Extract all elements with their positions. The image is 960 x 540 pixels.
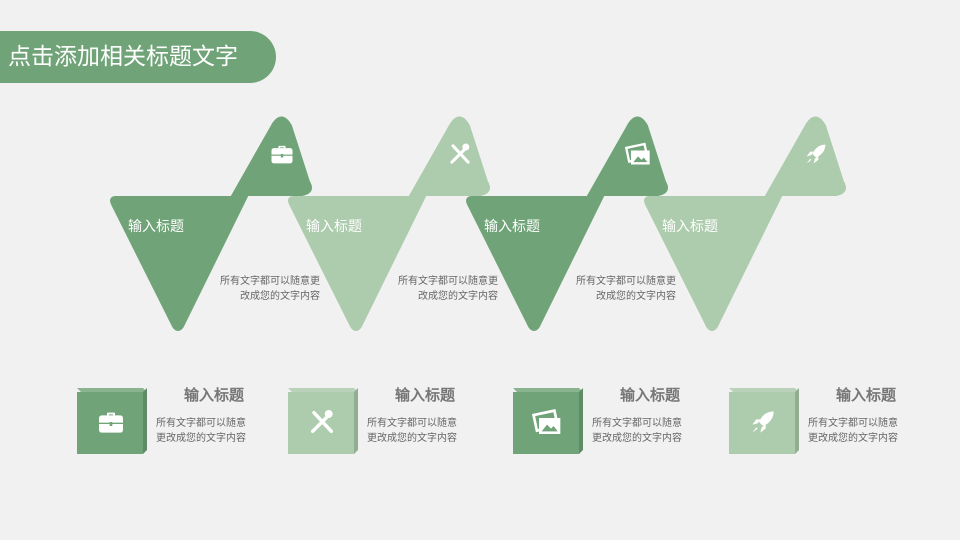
image-icon [624,140,652,168]
triangle-shape [110,116,312,331]
feature-card: 输入标题 所有文字都可以随意更改成您的文字内容 [722,384,942,454]
card-title: 输入标题 [835,386,896,404]
triangle-shape [466,116,668,331]
step-description: 所有文字都可以随意更改成您的文字内容 [220,276,320,302]
card-description: 所有文字都可以随意更改成您的文字内容 [592,418,682,444]
briefcase-icon [95,406,127,438]
step-3: 输入标题 所有文字都可以随意更改成您的文字内容 [466,110,686,340]
icon-cube [729,388,799,454]
card-description: 所有文字都可以随意更改成您的文字内容 [367,418,457,444]
triangle-shape [288,116,490,331]
step-description: 所有文字都可以随意更改成您的文字内容 [576,276,676,302]
feature-card: 输入标题 所有文字都可以随意更改成您的文字内容 [506,384,726,454]
step-2: 输入标题 所有文字都可以随意更改成您的文字内容 [288,110,508,340]
card-title: 输入标题 [394,386,455,404]
step-title: 输入标题 [662,219,718,235]
image-icon [531,406,563,438]
feature-card: 输入标题 所有文字都可以随意更改成您的文字内容 [281,384,501,454]
rocket-icon [802,140,830,168]
icon-cube [288,388,358,454]
card-title: 输入标题 [183,386,244,404]
step-title: 输入标题 [484,219,540,235]
triangle-shape [644,116,846,331]
step-1: 输入标题 所有文字都可以随意更改成您的文字内容 [110,110,330,340]
icon-cube [77,388,147,454]
card-description: 所有文字都可以随意更改成您的文字内容 [156,418,246,444]
briefcase-icon [268,140,296,168]
step-description: 所有文字都可以随意更改成您的文字内容 [398,276,498,302]
slide-title: 点击添加相关标题文字 [0,31,276,83]
icon-cube [513,388,583,454]
rocket-icon [747,406,779,438]
step-title: 输入标题 [128,219,184,235]
feature-card: 输入标题 所有文字都可以随意更改成您的文字内容 [70,384,290,454]
step-title: 输入标题 [306,219,362,235]
tools-icon [446,140,474,168]
card-description: 所有文字都可以随意更改成您的文字内容 [808,418,898,444]
card-title: 输入标题 [619,386,680,404]
tools-icon [306,406,338,438]
step-4: 输入标题 [644,110,864,340]
